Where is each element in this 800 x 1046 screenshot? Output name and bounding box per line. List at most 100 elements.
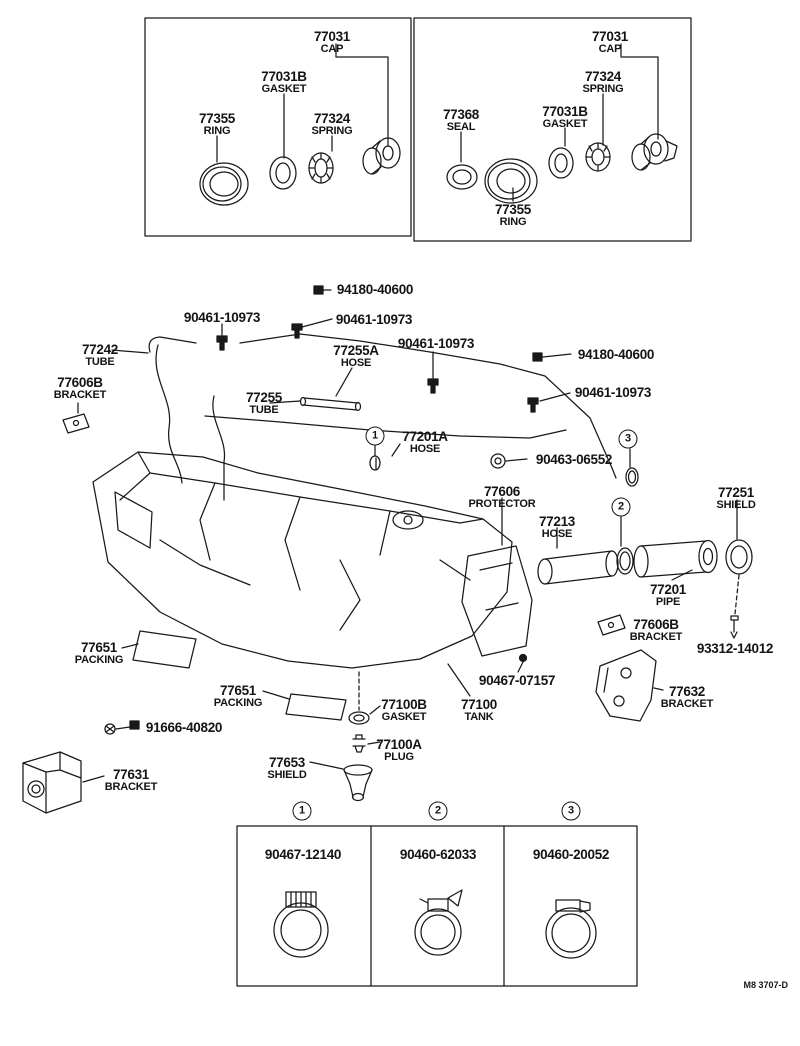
callout-91666-40820: 91666-40820 [146, 721, 223, 735]
part-name: SEAL [446, 120, 476, 133]
callout-90461-10973-b: 90461-10973 [335, 312, 413, 327]
part-number: 77606 [483, 484, 521, 499]
part-number: 77031B [261, 69, 307, 84]
part-number: 77631 [112, 767, 150, 782]
part-name: GASKET [261, 82, 307, 95]
part-number: 77031 [591, 29, 629, 44]
callout-77201a-hose: 77201A HOSE [402, 430, 448, 455]
page-code: M8 3707-D [743, 980, 788, 990]
callout-77242-tube: 77242 TUBE [82, 343, 118, 368]
callout-gasket-right: 77031B GASKET [542, 105, 588, 130]
part-number: 90467-12140 [264, 847, 342, 862]
part-number: 77651 [219, 683, 257, 698]
callout-90461-10973-d: 90461-10973 [574, 385, 652, 400]
callout-77213-hose: 77213 HOSE [539, 515, 575, 540]
part-name: SHIELD [267, 768, 307, 781]
fuel-tank-drawing [92, 451, 513, 711]
callout-seal-right: 77368 SEAL [443, 108, 479, 133]
part-name: GASKET [542, 117, 588, 130]
callout-gasket-left: 77031B GASKET [261, 70, 307, 95]
callout-94180-40600-a: 94180-40600 [337, 283, 414, 297]
clamp-1-drawing [273, 891, 329, 958]
part-name: BRACKET [53, 388, 107, 401]
part-name: PACKING [213, 696, 263, 709]
part-name: PLUG [384, 750, 414, 763]
inset-box-left [144, 17, 412, 237]
callout-77255-tube: 77255 TUBE [246, 391, 282, 416]
part-number: 77355 [494, 202, 532, 217]
part-name: RING [499, 215, 527, 228]
callout-cap-right: 77031 CAP [592, 30, 628, 55]
callout-77251-shield: 77251 SHIELD [716, 486, 755, 511]
filler-assembly-drawing [369, 445, 753, 639]
part-name: CAP [598, 42, 622, 55]
callout-77100a-plug: 77100A PLUG [376, 738, 422, 763]
part-number: 77606B [633, 617, 679, 632]
part-name: BRACKET [660, 697, 714, 710]
part-number: 77653 [268, 755, 306, 770]
clamp-2-drawing [414, 889, 463, 956]
callout-77255a-hose: 77255A HOSE [333, 344, 379, 369]
callout-77651-packing-a: 77651 PACKING [75, 641, 124, 666]
part-name: TANK [464, 710, 494, 723]
legend-marker-3: 3 [561, 801, 581, 821]
part-name: HOSE [541, 527, 573, 540]
part-number: 77031B [542, 104, 588, 119]
part-number: 77324 [313, 111, 351, 126]
callout-77651-packing-b: 77651 PACKING [214, 684, 263, 709]
legend-part-3: 90460-20052 [533, 848, 610, 862]
callout-ring-right: 77355 RING [495, 203, 531, 228]
part-name: HOSE [340, 356, 372, 369]
part-name: RING [203, 124, 231, 137]
clamp-marker-3: 3 [618, 429, 638, 449]
callout-77100-tank: 77100 TANK [461, 698, 497, 723]
hardware-drawing [104, 285, 572, 735]
part-number: 90463-06552 [535, 452, 613, 467]
callout-cap-left: 77031 CAP [314, 30, 350, 55]
part-number: 93312-14012 [696, 641, 774, 656]
callout-77631-bracket: 77631 BRACKET [105, 767, 158, 793]
part-number: 77100B [381, 697, 427, 712]
part-number: 90461-10973 [574, 385, 652, 400]
part-number: 77201 [649, 582, 687, 597]
part-number: 94180-40600 [577, 347, 655, 362]
protector-drawing [461, 497, 533, 657]
part-number: 77606B [57, 375, 103, 390]
callout-77606-protector: 77606 PROTECTOR [468, 485, 535, 510]
legend-marker-1: 1 [292, 801, 312, 821]
part-number: 77251 [717, 485, 755, 500]
part-number: 77242 [81, 342, 119, 357]
part-number: 90460-62033 [399, 847, 477, 862]
part-number: 90461-10973 [397, 336, 475, 351]
part-name: PACKING [74, 653, 124, 666]
small-parts-drawing [22, 349, 664, 814]
callout-spring-left: 77324 SPRING [312, 112, 353, 137]
callout-90467-07157: 90467-07157 [479, 674, 556, 688]
part-number: 77355 [198, 111, 236, 126]
part-name: TUBE [85, 355, 115, 368]
legend-marker-2: 2 [428, 801, 448, 821]
callout-77653-shield: 77653 SHIELD [267, 756, 306, 781]
callout-77606b-bracket-b: 77606B BRACKET [630, 617, 683, 643]
part-name: GASKET [381, 710, 427, 723]
callout-94180-40600-b: 94180-40600 [577, 347, 655, 362]
callout-ring-left: 77355 RING [199, 112, 235, 137]
part-number: 90461-10973 [335, 312, 413, 327]
part-name: TUBE [249, 403, 279, 416]
part-name: PROTECTOR [468, 497, 536, 510]
part-number: 77632 [668, 684, 706, 699]
legend-part-1: 90467-12140 [264, 847, 342, 862]
part-number: 77213 [538, 514, 576, 529]
tubes-drawing [148, 333, 617, 501]
part-number: 77201A [402, 429, 448, 444]
legend-part-2: 90460-62033 [399, 847, 477, 862]
part-name: SPRING [582, 82, 624, 95]
part-number: 77324 [584, 69, 622, 84]
callout-77100b-gasket: 77100B GASKET [381, 698, 427, 723]
part-number: 77100 [460, 697, 498, 712]
part-number: 77031 [313, 29, 351, 44]
clamp-3-drawing [545, 899, 597, 959]
callout-77606b-bracket-a: 77606B BRACKET [53, 375, 107, 401]
part-name: PIPE [655, 595, 681, 608]
